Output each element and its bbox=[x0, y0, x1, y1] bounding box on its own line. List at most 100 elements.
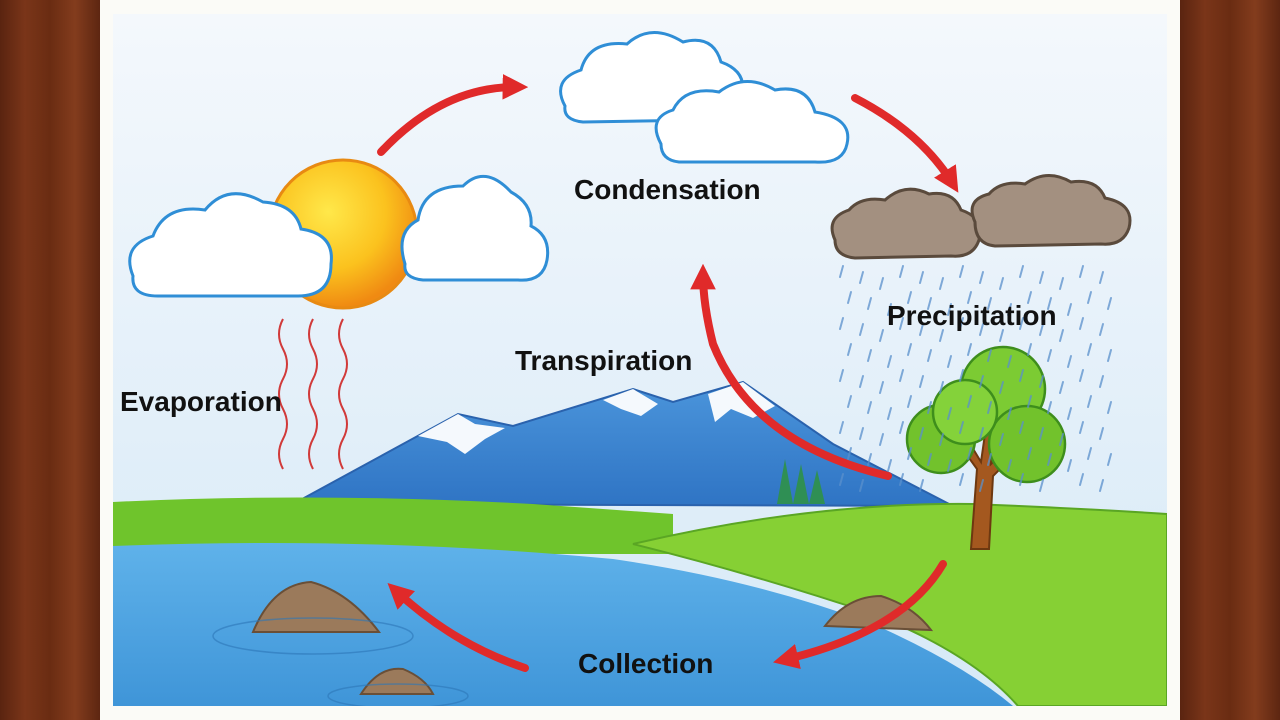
label-evaporation: Evaporation bbox=[120, 386, 282, 417]
raindrop bbox=[867, 453, 872, 466]
raindrop bbox=[839, 317, 844, 330]
raindrop bbox=[967, 395, 972, 408]
raindrop bbox=[1107, 349, 1112, 362]
raindrop bbox=[899, 265, 904, 278]
label-collection: Collection bbox=[578, 648, 714, 679]
raindrop bbox=[1007, 355, 1012, 368]
raindrop bbox=[847, 343, 852, 356]
raindrop bbox=[1027, 343, 1032, 356]
raindrop bbox=[879, 277, 884, 290]
raindrop bbox=[999, 277, 1004, 290]
raindrop bbox=[1067, 303, 1072, 316]
raindrop bbox=[899, 369, 904, 382]
raindrop bbox=[979, 479, 984, 492]
raindrop bbox=[959, 369, 964, 382]
raindrop bbox=[879, 381, 884, 394]
raindrop bbox=[1019, 473, 1024, 486]
raindrop bbox=[847, 447, 852, 460]
raindrop bbox=[1007, 407, 1012, 420]
raindrop bbox=[1019, 265, 1024, 278]
cloud-middle bbox=[400, 175, 550, 282]
raindrop bbox=[1079, 473, 1084, 486]
raindrop bbox=[1047, 297, 1052, 310]
raindrop bbox=[967, 343, 972, 356]
raindrop bbox=[1067, 459, 1072, 472]
raindrop bbox=[927, 297, 932, 310]
raindrop bbox=[1059, 433, 1064, 446]
raindrop bbox=[1047, 349, 1052, 362]
raindrop bbox=[887, 303, 892, 316]
raindrop bbox=[839, 369, 844, 382]
raindrop bbox=[839, 265, 844, 278]
raindrop bbox=[1007, 303, 1012, 316]
label-precipitation: Precipitation bbox=[887, 300, 1057, 331]
raindrop bbox=[1039, 427, 1044, 440]
raindrop bbox=[859, 323, 864, 336]
far-grass bbox=[113, 497, 673, 554]
raindrop bbox=[1019, 369, 1024, 382]
raindrop bbox=[1027, 291, 1032, 304]
raindrop bbox=[987, 297, 992, 310]
rain-cloud-2 bbox=[970, 174, 1132, 248]
raindrop bbox=[1099, 375, 1104, 388]
raindrop bbox=[1099, 427, 1104, 440]
raindrop bbox=[939, 277, 944, 290]
raindrop bbox=[1027, 395, 1032, 408]
raindrop bbox=[1079, 265, 1084, 278]
raindrop bbox=[1079, 421, 1084, 434]
raindrop bbox=[1107, 401, 1112, 414]
raindrop bbox=[999, 381, 1004, 394]
raindrop bbox=[1019, 421, 1024, 434]
raindrop bbox=[1099, 323, 1104, 336]
raindrop bbox=[1039, 271, 1044, 284]
raindrop bbox=[1087, 447, 1092, 460]
arrow-transpiration bbox=[690, 263, 892, 480]
raindrop bbox=[1099, 271, 1104, 284]
raindrop bbox=[859, 479, 864, 492]
raindrop bbox=[907, 291, 912, 304]
raindrop bbox=[887, 407, 892, 420]
raindrop bbox=[939, 329, 944, 342]
water-cycle-diagram: Condensation Precipitation Transpiration… bbox=[113, 14, 1167, 706]
raindrop bbox=[939, 433, 944, 446]
raindrop bbox=[1087, 291, 1092, 304]
raindrop bbox=[979, 375, 984, 388]
raindrop bbox=[899, 473, 904, 486]
raindrop bbox=[1079, 369, 1084, 382]
raindrop bbox=[959, 421, 964, 434]
raindrop bbox=[867, 401, 872, 414]
raindrop bbox=[987, 349, 992, 362]
raindrop bbox=[1047, 453, 1052, 466]
cloud-condensation-2 bbox=[654, 80, 850, 164]
raindrop bbox=[1059, 277, 1064, 290]
raindrop bbox=[907, 447, 912, 460]
raindrop bbox=[919, 271, 924, 284]
arrow-condensation-to-precipitation bbox=[851, 94, 959, 193]
label-condensation: Condensation bbox=[574, 174, 761, 205]
raindrop bbox=[947, 355, 952, 368]
raindrop bbox=[927, 349, 932, 362]
raindrop bbox=[887, 459, 892, 472]
pine-trees bbox=[777, 459, 825, 504]
raindrop bbox=[1087, 395, 1092, 408]
raindrop bbox=[867, 349, 872, 362]
raindrop bbox=[1067, 355, 1072, 368]
tree bbox=[905, 345, 1067, 550]
raindrop bbox=[979, 427, 984, 440]
raindrop bbox=[939, 381, 944, 394]
raindrop bbox=[947, 303, 952, 316]
raindrop bbox=[919, 479, 924, 492]
raindrop bbox=[1079, 317, 1084, 330]
raindrop bbox=[859, 375, 864, 388]
raindrop bbox=[1007, 459, 1012, 472]
raindrop bbox=[1039, 375, 1044, 388]
raindrop bbox=[1107, 453, 1112, 466]
raindrop bbox=[967, 447, 972, 460]
raindrop bbox=[907, 343, 912, 356]
raindrop bbox=[987, 401, 992, 414]
arrow-evaporation-to-condensation bbox=[377, 74, 529, 156]
wood-panel-right bbox=[1180, 0, 1280, 720]
raindrop bbox=[847, 291, 852, 304]
raindrop bbox=[859, 427, 864, 440]
water-ripples bbox=[212, 617, 469, 706]
